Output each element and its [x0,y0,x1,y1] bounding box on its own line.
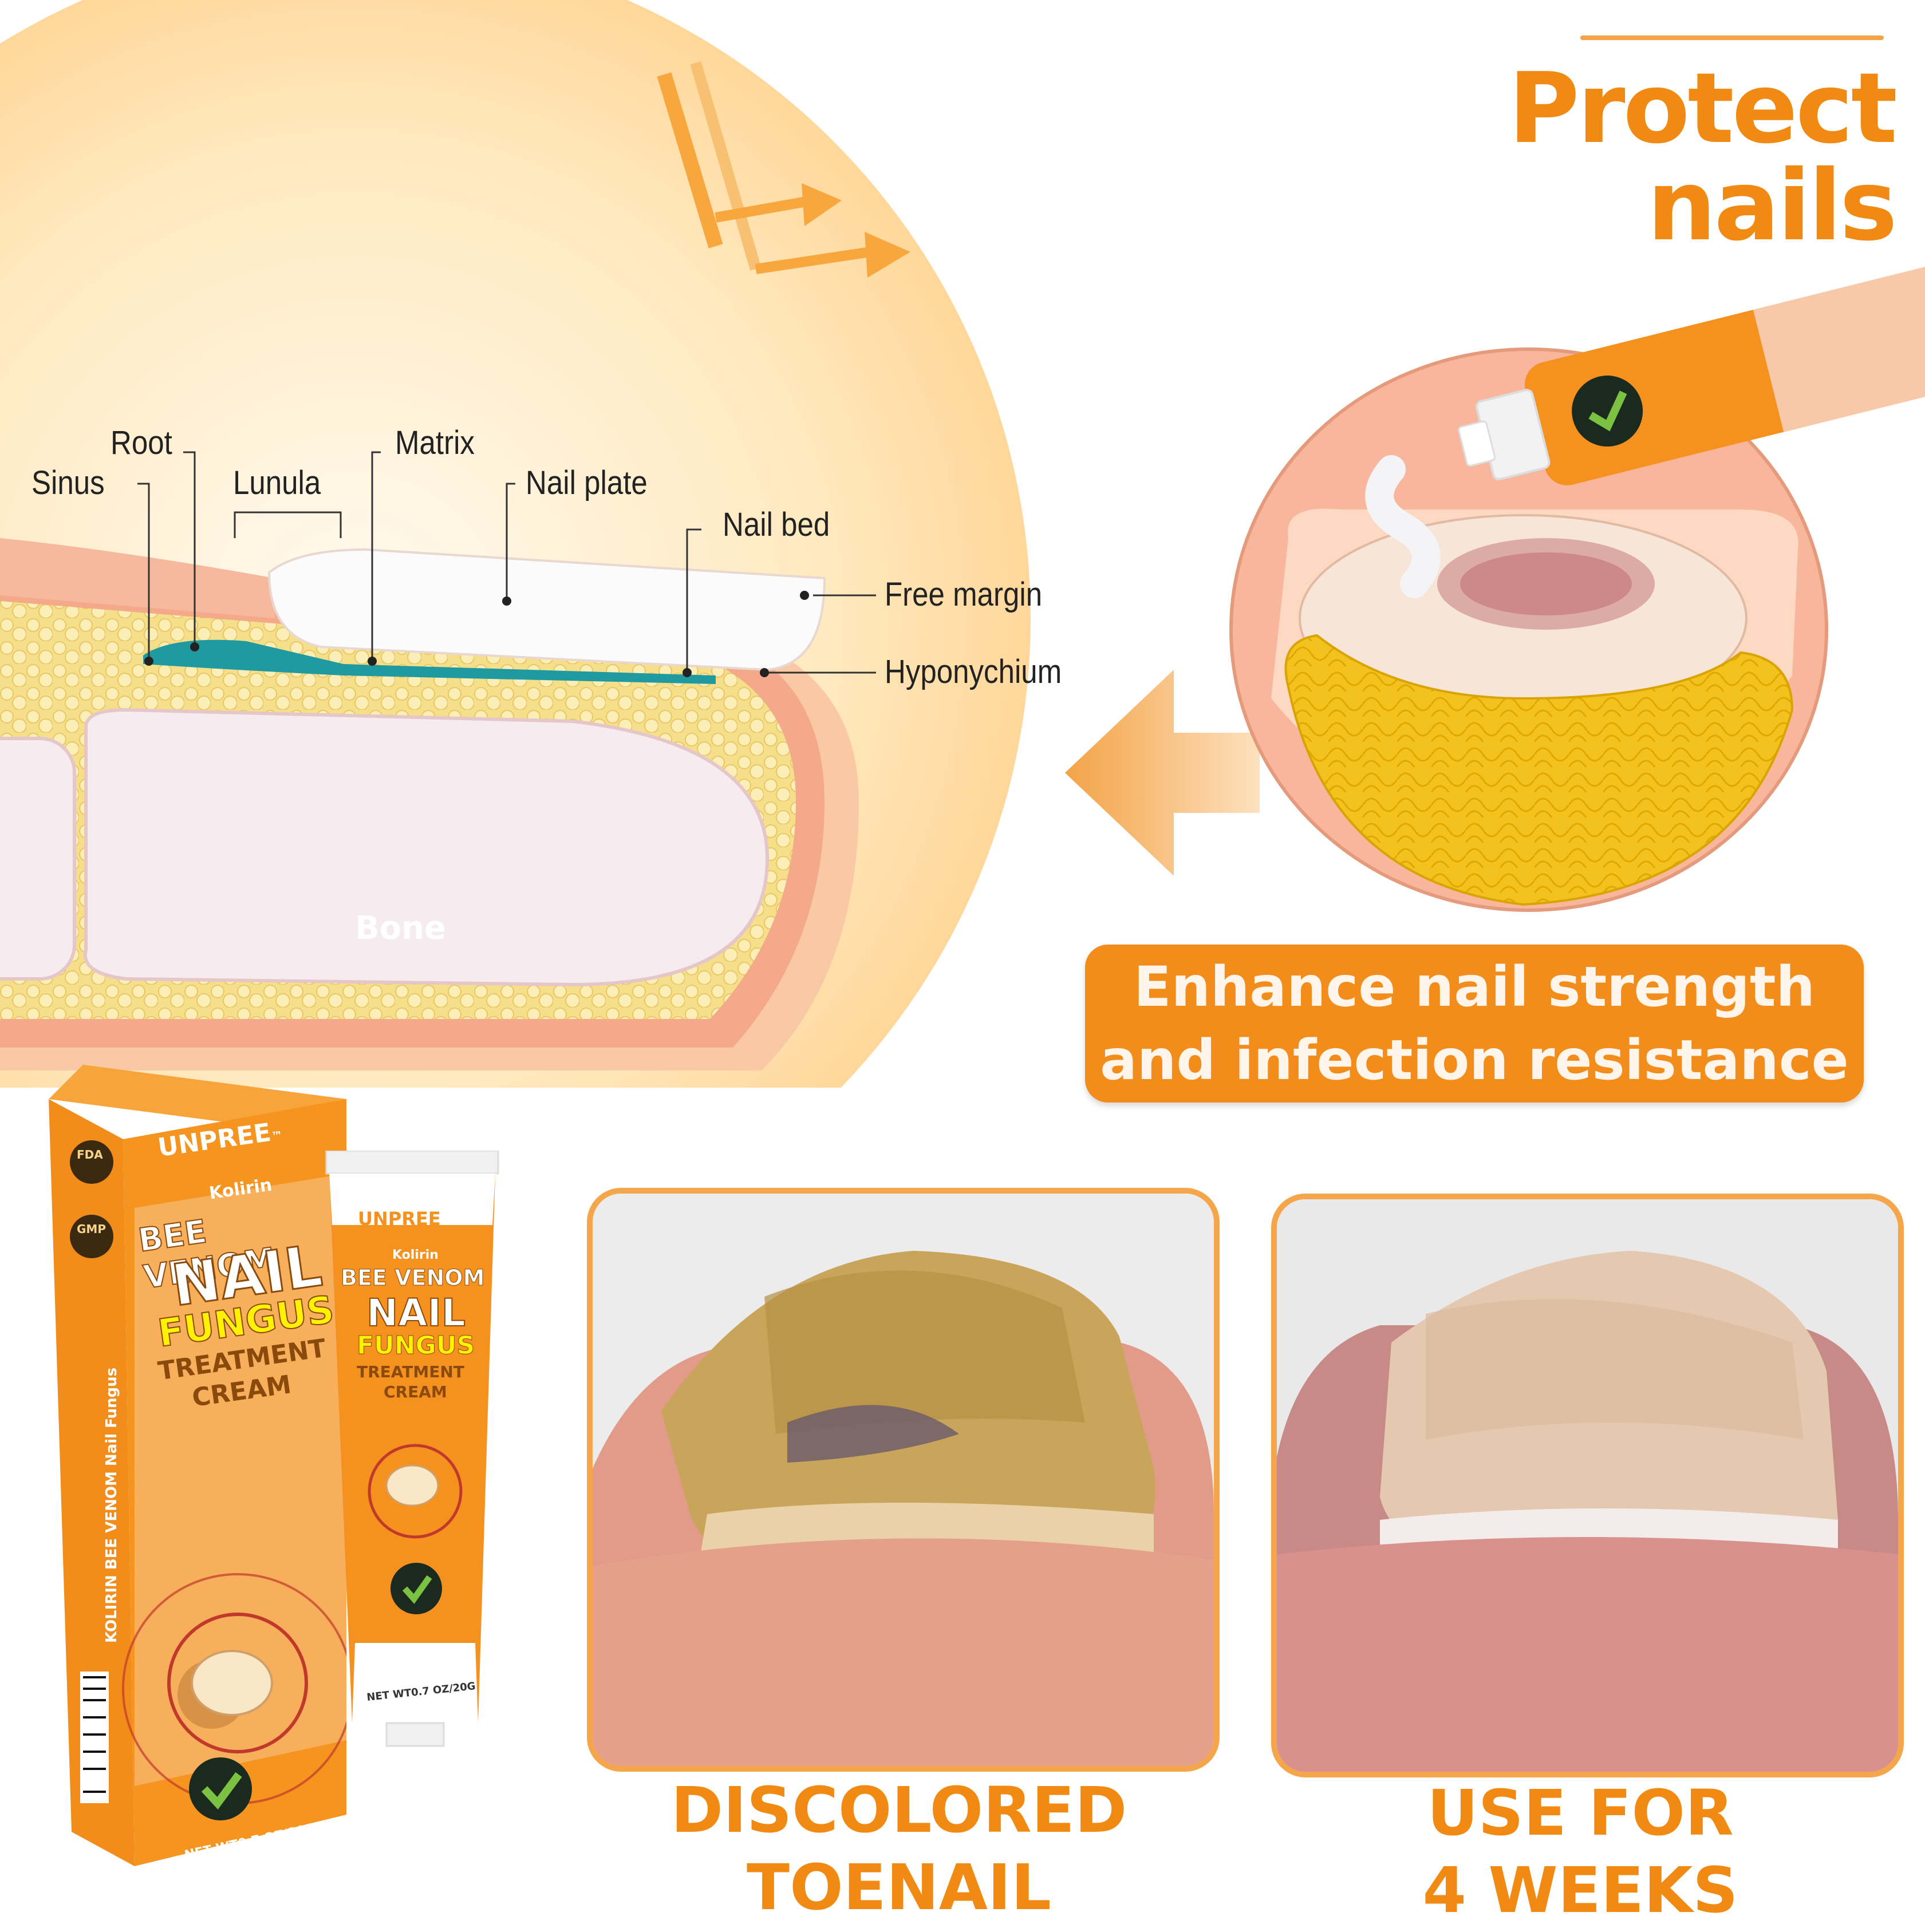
label-lunula: Lunula [233,464,321,501]
product-tube: UNPREE Kolirin BEE VENOM NAIL FUNGUS TRE… [324,1151,501,1757]
after-caption-line-2: 4 WEEKS [1422,1854,1738,1927]
before-caption-line-1: DISCOLORED [670,1773,1127,1847]
after-caption: USE FOR 4 WEEKS [1265,1775,1895,1929]
banner-line-2: and infection resistance [1100,1028,1849,1092]
banner-line-1: Enhance nail strength [1134,955,1815,1019]
box-side-text: KOLIRIN BEE VENOM Nail Fungus [103,1367,120,1643]
tube-line3: FUNGUS [356,1331,475,1361]
bone-label: Bone [355,910,446,947]
before-caption: DISCOLORED TOENAIL [584,1772,1214,1926]
product-box-graphic [49,1065,346,1866]
label-hyponychium: Hyponychium [885,653,1062,690]
page-headline: Protect nails [1508,52,1898,263]
label-matrix: Matrix [395,424,475,461]
tube-brand: UNPREE [358,1208,441,1230]
box-brand-tm: ™ [270,1128,284,1144]
after-caption-line-1: USE FOR [1427,1776,1734,1850]
tube-line4: TREATMENT [357,1362,464,1381]
product-box: FDA GMP UNPREE™ Kolirin BEE VENOM NAIL F… [49,1065,346,1866]
gmp-badge-text: GMP [77,1222,106,1236]
before-caption-line-2: TOENAIL [747,1851,1051,1924]
top-arrows-graphic [657,61,910,278]
label-sinus: Sinus [31,464,105,501]
fda-badge-text: FDA [77,1148,103,1161]
headline-divider [1580,35,1884,40]
tube-line2: NAIL [366,1290,466,1336]
product-tube-graphic [325,1151,499,1747]
after-photo [1271,1194,1904,1777]
treated-toenail-image [1277,1199,1898,1772]
left-arrow-icon [1065,670,1260,876]
nail-cross-section-illustration [1229,263,1925,912]
before-photo [587,1188,1220,1772]
tube-line1: BEE VENOM [340,1265,485,1291]
label-nail-bed: Nail bed [723,506,830,543]
label-nail-plate: Nail plate [526,464,648,501]
nail-anatomy-diagram: Bone [0,0,1031,1088]
tube-sub: Kolirin [392,1248,439,1262]
label-free-margin: Free margin [885,576,1043,613]
benefit-banner: Enhance nail strength and infection resi… [1085,945,1864,1103]
label-root: Root [111,424,172,461]
tube-line5: CREAM [384,1382,447,1401]
discolored-toenail-image [593,1194,1214,1766]
